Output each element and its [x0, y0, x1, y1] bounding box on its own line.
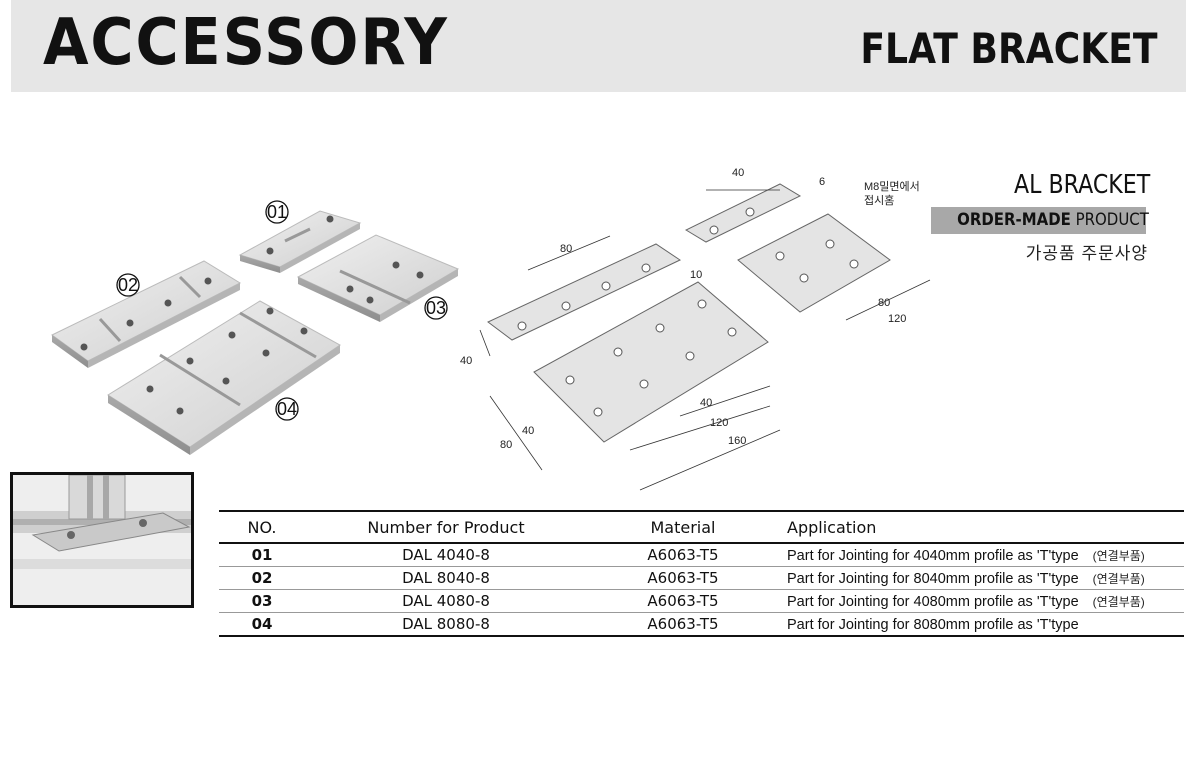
svg-text:80: 80	[560, 243, 572, 255]
row-no: 04	[219, 612, 305, 637]
svg-text:01: 01	[267, 202, 287, 222]
product-title: FLAT BRACKET	[860, 24, 1158, 73]
spec-table: NO. Number for Product Material Applicat…	[219, 510, 1184, 637]
table-header-row: NO. Number for Product Material Applicat…	[219, 510, 1184, 544]
svg-text:40: 40	[700, 397, 712, 409]
label-01: 01	[265, 200, 289, 224]
usage-photo	[10, 472, 194, 608]
label-03: 03	[424, 296, 448, 320]
svg-text:120: 120	[710, 417, 728, 429]
table-row: 03 DAL 4080-8 A6063-T5 Part for Jointing…	[219, 589, 1184, 613]
row-no: 01	[219, 543, 305, 567]
svg-text:04: 04	[277, 399, 297, 419]
al-bracket-title: AL BRACKET	[1013, 170, 1150, 200]
bracket-02	[51, 260, 242, 368]
row-product: DAL 4040-8	[305, 543, 587, 567]
label-02: 02	[116, 273, 140, 297]
row-no: 02	[219, 566, 305, 590]
row-material: A6063-T5	[587, 589, 779, 613]
label-04: 04	[275, 397, 299, 421]
svg-text:40: 40	[522, 425, 534, 437]
bracket-04	[107, 300, 341, 455]
note-line2: 접시홈	[864, 193, 894, 207]
table-row: 01 DAL 4040-8 A6063-T5 Part for Jointing…	[219, 543, 1184, 567]
row-product: DAL 4080-8	[305, 589, 587, 613]
svg-text:6: 6	[819, 176, 825, 188]
order-made-bold: ORDER-MADE	[957, 210, 1071, 230]
order-made-badge: ORDER-MADE PRODUCT	[931, 207, 1149, 234]
row-application: Part for Jointing for 8080mm profile as …	[779, 612, 1184, 637]
order-made-korean: 가공품 주문사양	[1025, 244, 1148, 263]
note-line1: M8밀면에서	[864, 180, 920, 193]
svg-text:40: 40	[732, 167, 744, 179]
row-product: DAL 8080-8	[305, 612, 587, 637]
technical-drawing: 40 6 80 10 40 80 120 40 120 160 40 80 M8…	[460, 167, 931, 491]
svg-text:120: 120	[888, 313, 906, 325]
row-product: DAL 8040-8	[305, 566, 587, 590]
svg-text:80: 80	[500, 439, 512, 451]
row-application: Part for Jointing for 8040mm profile as …	[779, 566, 1184, 590]
bracket-01	[238, 210, 362, 273]
bracket-03	[296, 234, 460, 322]
table-row: 02 DAL 8040-8 A6063-T5 Part for Jointing…	[219, 566, 1184, 590]
row-material: A6063-T5	[587, 543, 779, 567]
svg-text:02: 02	[118, 275, 138, 295]
order-made-rest: PRODUCT	[1075, 210, 1149, 230]
table-row: 04 DAL 8080-8 A6063-T5 Part for Jointing…	[219, 612, 1184, 637]
col-product: Number for Product	[305, 510, 587, 544]
row-material: A6063-T5	[587, 566, 779, 590]
svg-text:10: 10	[690, 269, 702, 281]
svg-text:160: 160	[728, 435, 746, 447]
col-material: Material	[587, 510, 779, 544]
svg-text:80: 80	[878, 297, 890, 309]
row-application: Part for Jointing for 4080mm profile as …	[779, 589, 1184, 613]
col-no: NO.	[219, 510, 305, 544]
svg-text:03: 03	[426, 298, 446, 318]
row-application: Part for Jointing for 4040mm profile as …	[779, 543, 1184, 567]
row-no: 03	[219, 589, 305, 613]
svg-text:40: 40	[460, 355, 472, 367]
row-material: A6063-T5	[587, 612, 779, 637]
section-title: ACCESSORY	[43, 6, 449, 80]
header-bar: ACCESSORY FLAT BRACKET	[11, 0, 1186, 92]
col-application: Application	[779, 510, 1184, 544]
bracket-photo: 01 02 03 04	[51, 200, 460, 455]
